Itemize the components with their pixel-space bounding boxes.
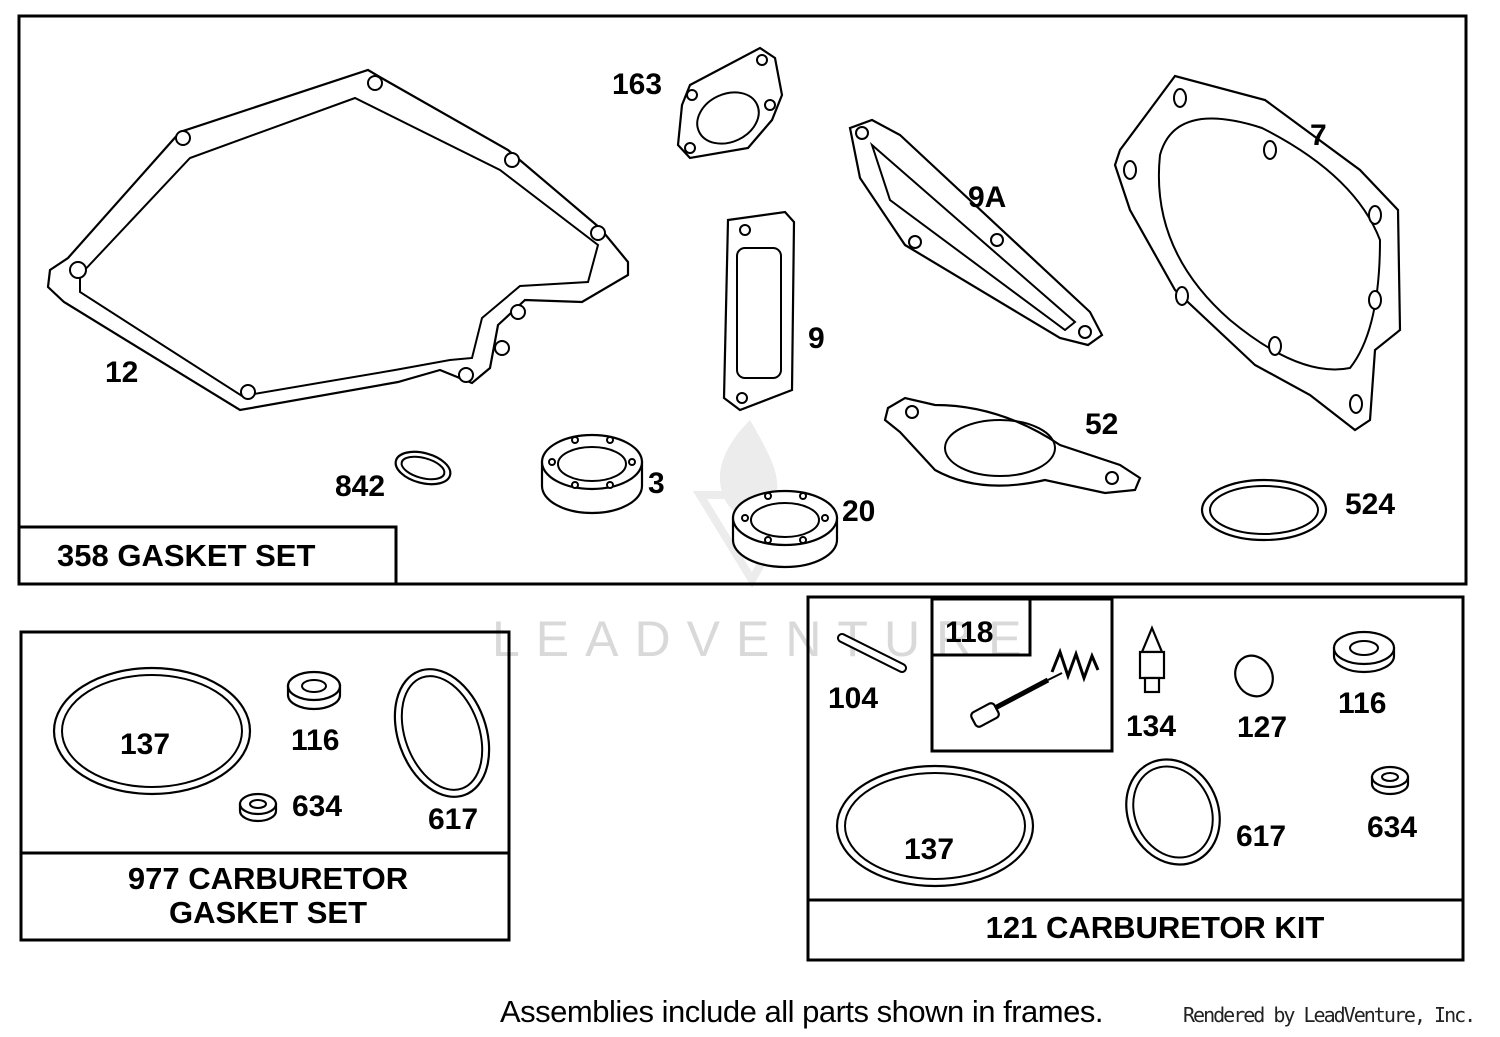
part-634-washer[interactable] [1370, 765, 1410, 796]
frame-title-line1: 977 CARBURETOR [128, 861, 408, 896]
part-634-washer[interactable] [238, 792, 278, 823]
frame-121-carburetor-kit: 121 CARBURETOR KIT 118 104 134 [806, 595, 1465, 962]
frame-358-gasket-set: 358 GASKET SET 12 163 [17, 14, 1468, 586]
frame-title: 358 GASKET SET [57, 538, 315, 573]
part-52-exhaust-gasket[interactable] [883, 396, 1142, 495]
part-842-o-ring[interactable] [392, 446, 454, 489]
part-9a-breather-gasket[interactable] [848, 118, 1104, 347]
callout-20: 20 [842, 495, 875, 528]
part-116-washer[interactable] [1332, 630, 1396, 674]
frame-title-line2: GASKET SET [169, 895, 367, 930]
subframe-border [930, 597, 1114, 753]
subframe-label-box [932, 599, 1032, 657]
frame-border [19, 630, 511, 942]
callout-634: 634 [292, 790, 342, 823]
part-617-o-ring[interactable] [1109, 744, 1236, 880]
frame-977-carburetor-gasket-set: 977 CARBURETOR GASKET SET 137 116 634 61… [19, 630, 511, 942]
part-118-mixture-screw[interactable] [970, 672, 1063, 728]
callout-617: 617 [1236, 820, 1286, 853]
assemblies-note: Assemblies include all parts shown in fr… [500, 994, 1103, 1029]
part-12-crankcase-gasket[interactable] [46, 68, 630, 412]
callout-524: 524 [1345, 488, 1395, 521]
subframe-118: 118 [930, 597, 1114, 753]
part-137-bowl-gasket[interactable] [835, 764, 1035, 888]
callout-842: 842 [335, 470, 385, 503]
callout-7: 7 [1310, 119, 1327, 152]
frame-border [17, 14, 1468, 586]
part-20-oil-seal[interactable] [731, 489, 839, 569]
frame-title: 121 CARBURETOR KIT [986, 910, 1325, 945]
callout-617: 617 [428, 803, 478, 836]
part-524-gasket-ring[interactable] [1200, 478, 1328, 542]
callout-9: 9 [808, 322, 825, 355]
part-137-bowl-gasket[interactable] [52, 666, 252, 796]
frame-border [806, 595, 1465, 962]
part-134-inlet-needle[interactable] [1138, 625, 1166, 694]
callout-127: 127 [1237, 711, 1287, 744]
part-617-o-ring[interactable] [378, 656, 506, 810]
subframe-label: 118 [945, 616, 993, 649]
render-credit: Rendered by LeadVenture, Inc. [1183, 1003, 1476, 1027]
callout-104: 104 [828, 682, 878, 715]
part-7-cylinder-head-gasket[interactable] [1113, 74, 1402, 432]
callout-116: 116 [1338, 687, 1386, 720]
part-127-welch-plug[interactable] [1228, 649, 1280, 703]
part-104-pin[interactable] [837, 633, 907, 673]
callout-52: 52 [1085, 408, 1118, 441]
callout-9a: 9A [968, 181, 1006, 214]
callout-12: 12 [105, 356, 138, 389]
callout-116: 116 [291, 724, 339, 757]
callout-137: 137 [904, 833, 954, 866]
part-3-oil-seal[interactable] [540, 433, 644, 515]
part-9-breather-gasket[interactable] [722, 210, 796, 412]
callout-634: 634 [1367, 811, 1417, 844]
part-163-intake-gasket[interactable] [676, 46, 784, 160]
callout-137: 137 [120, 728, 170, 761]
part-118-spring[interactable] [1050, 647, 1100, 683]
callout-3: 3 [648, 467, 665, 500]
callout-163: 163 [612, 68, 662, 101]
part-116-washer[interactable] [286, 670, 342, 711]
title-box [19, 525, 398, 584]
callout-134: 134 [1126, 710, 1176, 743]
